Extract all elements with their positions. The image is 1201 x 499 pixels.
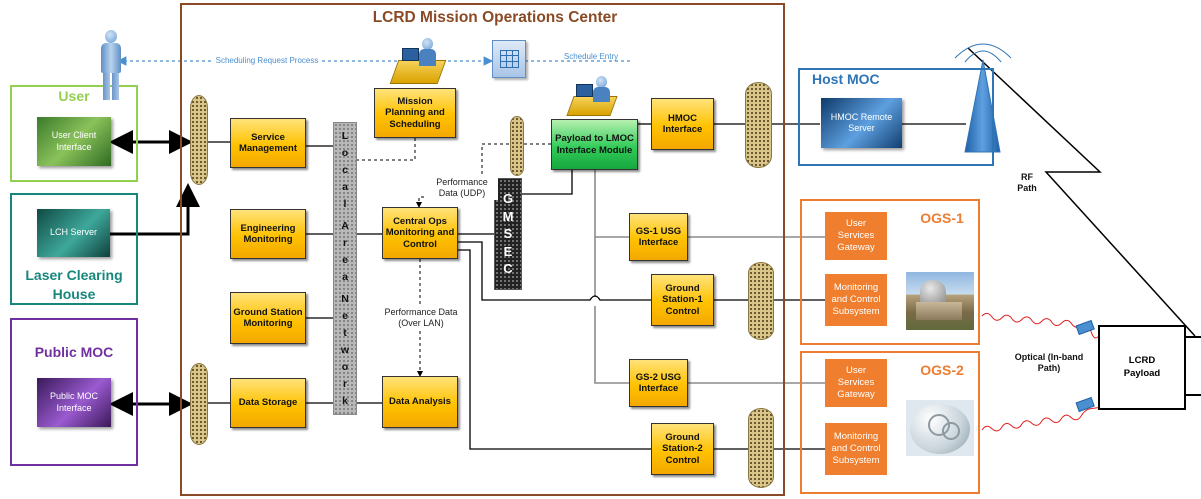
rf-path-label: RF Path [1017,172,1037,194]
ogs1-observatory-photo [906,272,974,330]
lch-title: Laser Clearing House [25,267,123,302]
data-analysis-box: Data Analysis [382,376,458,428]
hmoc-connector [745,82,772,168]
optical-path-2 [981,406,1101,432]
user-person-icon [97,30,125,102]
host-moc-frame [798,68,994,166]
gs2-connector [748,408,774,488]
performance-lan-label: Performance Data (Over LAN) [378,307,464,330]
gs1-connector [748,262,774,340]
ogs2-monitoring: Monitoring and Control Subsystem [825,423,887,475]
public-moc-interface: Public MOC Interface [37,378,111,427]
user-client-interface: User Client Interface [37,117,111,166]
public-moc-frame [10,318,138,466]
performance-udp-label: Performance Data (UDP) [426,177,498,200]
ogs1-monitoring: Monitoring and Control Subsystem [825,274,887,326]
ground-station-monitoring-box: Ground Station Monitoring [230,292,306,344]
ogs2-title: OGS-2 [920,362,964,378]
ogs2-frame [800,351,980,494]
service-management-box: Service Management [230,118,306,168]
ogs2-gateway: User Services Gateway [825,359,887,407]
gmsec-small-connector [510,116,524,176]
lch-server: LCH Server [37,209,110,257]
payload-edge [1186,336,1201,396]
user-title: User [58,88,90,104]
left-connector-top [190,95,208,185]
host-moc-title: Host MOC [812,71,880,87]
ogs1-gateway: User Services Gateway [825,212,887,260]
scheduling-request-label: Scheduling Request Process [214,56,320,66]
lch-frame [10,193,138,305]
schedule-document-icon [492,40,526,78]
data-storage-box: Data Storage [230,378,306,428]
payload-interface-box: Payload to LMOC Interface Module [551,119,638,170]
optical-path-label: Optical (In-band Path) [1014,352,1084,374]
gs1-usg-interface-box: GS-1 USG Interface [629,213,688,261]
rf-antenna [964,59,1001,153]
moc-title: LCRD Mission Operations Center [372,9,618,26]
public-moc-title: Public MOC [34,344,114,360]
hmoc-interface-box: HMOC Interface [651,98,714,150]
user-frame [10,85,138,182]
ogs1-title: OGS-1 [920,210,964,226]
ogs2-dome-photo [906,400,974,456]
mission-planning-computer-icon [389,36,447,88]
gs1-control-box: Ground Station-1 Control [651,274,714,326]
central-ops-box: Central Ops Monitoring and Control [382,207,458,259]
rf-path-line [967,47,1196,337]
ogs1-frame [800,199,980,345]
payload-interface-computer-icon [566,74,618,120]
lcrd-payload-box: LCRD Payload [1098,325,1186,410]
moc-frame [180,3,785,496]
hmoc-remote-server: HMOC Remote Server [821,98,902,148]
left-connector-bottom [190,363,208,445]
mission-planning-box: Mission Planning and Scheduling [374,88,456,138]
gs2-usg-interface-box: GS-2 USG Interface [629,359,688,407]
schedule-entry-label: Schedule Entry [563,52,619,61]
gs2-control-box: Ground Station-2 Control [651,423,714,475]
engineering-monitoring-box: Engineering Monitoring [230,209,306,259]
